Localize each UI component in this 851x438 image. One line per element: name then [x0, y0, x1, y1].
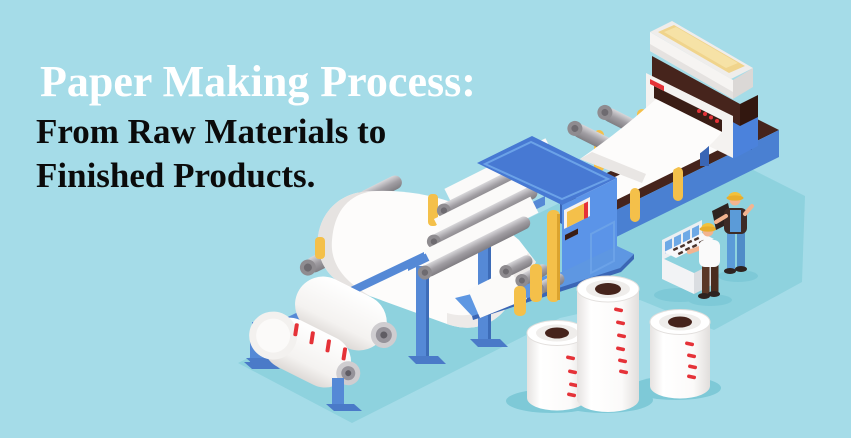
- subtitle-line-1: From Raw Materials to: [36, 112, 387, 151]
- frame-post: [416, 266, 428, 358]
- indicator-light: [709, 115, 713, 120]
- control-console: [662, 220, 714, 294]
- red-label: [650, 79, 664, 91]
- paper-roll: [576, 275, 640, 412]
- pulp-highlight: [664, 27, 738, 68]
- support-post: [547, 210, 560, 302]
- support-post: [530, 264, 542, 302]
- support-post: [428, 194, 438, 226]
- headbox-machine: [580, 21, 758, 183]
- indicator-light: [697, 109, 701, 113]
- worker-operator: [686, 223, 720, 299]
- control-panel-bar: [584, 201, 588, 219]
- subtitle-line-2: Finished Products.: [36, 156, 316, 196]
- exit-paper-sheet: [468, 269, 527, 318]
- page-title: Paper Making Process:: [40, 57, 476, 106]
- paper-roll: [526, 320, 588, 411]
- press-top: [477, 136, 617, 205]
- stand-foot: [326, 404, 362, 411]
- exit-roller: [499, 255, 533, 279]
- support-post: [673, 167, 683, 201]
- worker-supervisor: [712, 192, 754, 274]
- wound-roll-front: [249, 311, 361, 388]
- rewinder-front: [246, 276, 397, 411]
- pulp-box-side: [740, 95, 758, 126]
- tray-wall-shade: [650, 44, 733, 99]
- outlet-slot: [654, 86, 722, 132]
- workers: [686, 192, 754, 299]
- frame-foot: [470, 339, 508, 347]
- calender-press: [417, 136, 634, 320]
- support-post: [630, 188, 640, 222]
- paper-web-shading: [317, 192, 372, 297]
- finished-paper-rolls: [526, 275, 711, 412]
- console-desk: [664, 233, 714, 258]
- page-subtitle: From Raw Materials to Finished Products.: [36, 110, 386, 198]
- tray-side: [733, 68, 753, 99]
- press-front: [562, 178, 617, 276]
- outlet-paper-shade: [580, 152, 646, 183]
- frame-foot: [408, 356, 446, 364]
- press-top-inset: [482, 140, 611, 201]
- stand-leg: [332, 378, 344, 408]
- pulp-box-front: [652, 56, 740, 126]
- vent-slot: [565, 228, 578, 241]
- control-panel-screen: [567, 203, 584, 228]
- support-post: [514, 286, 526, 316]
- paper-roll: [649, 309, 711, 399]
- console-body: [662, 258, 694, 294]
- press-door: [590, 220, 615, 275]
- machine-leg: [700, 146, 709, 166]
- indicator-light: [715, 119, 719, 123]
- worker-shadow: [718, 270, 758, 282]
- support-post: [315, 237, 325, 259]
- table-front: [602, 130, 779, 244]
- indicator-light: [703, 112, 707, 116]
